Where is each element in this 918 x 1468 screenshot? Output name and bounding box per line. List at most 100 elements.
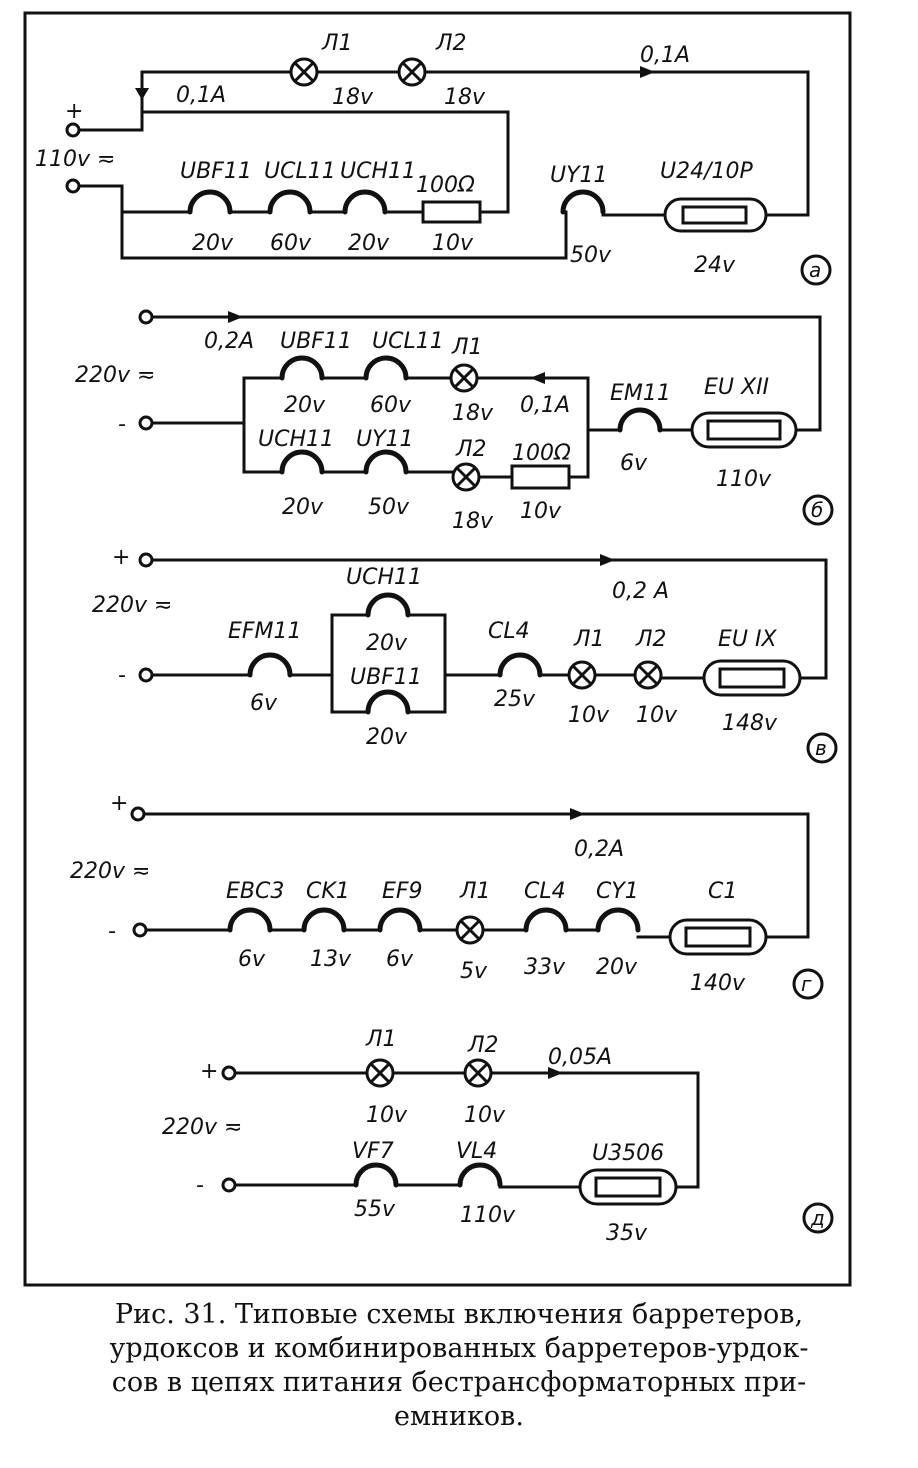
supply-voltage: 220v ≂ [75, 363, 155, 388]
lamp-l2-name: Л2 [455, 437, 487, 462]
panel-tag: б [811, 498, 823, 522]
tube-ef9-voltage: 6v [386, 947, 414, 972]
panel-tag: д [810, 1206, 825, 1230]
lamp-l2-voltage: 18v [444, 85, 486, 110]
resistor-100-ohm [421, 200, 482, 224]
lamp-l2-icon [451, 462, 481, 492]
tube-uch11-voltage: 20v [366, 631, 408, 656]
tube-ubf11-name: UBF11 [180, 159, 252, 184]
plus-sign: + [110, 791, 128, 816]
lamp-l1-name: Л1 [459, 879, 491, 904]
resistor-value: 100Ω [416, 173, 475, 198]
tube-ef9-name: EF9 [382, 879, 423, 904]
barretter-c1-voltage: 140v [690, 971, 746, 996]
plus-sign: + [65, 99, 83, 124]
panel-a: + 110v ≂ Л1 18v Л2 18v 0,1A 0,1A UBF11 U… [35, 31, 832, 286]
current-label-branch: 0,1A [176, 83, 226, 108]
supply-voltage: 110v ≂ [35, 147, 115, 172]
tube-cl4-voltage: 25v [494, 687, 536, 712]
panel-v: + - 220v ≂ 0,2 A EFM11 6v UCH11 20v UBF1… [92, 545, 838, 764]
figure-caption: Рис. 31. Типовые схемы включения баррете… [0, 1298, 918, 1434]
tube-cl4-voltage: 33v [524, 955, 566, 980]
tube-uy11-name: UY11 [356, 427, 414, 452]
resistor-voltage: 10v [520, 499, 562, 524]
panel-tag-circle [792, 968, 824, 1000]
lamp-l1-name: Л1 [451, 335, 483, 360]
rectifier-uy11-voltage: 50v [570, 243, 612, 268]
lamp-l2-voltage: 18v [452, 509, 494, 534]
terminal-plus [130, 806, 146, 822]
lamp-l1-voltage: 10v [366, 1103, 408, 1128]
lamp-l1-name: Л1 [573, 627, 605, 652]
terminal-minus [65, 178, 81, 194]
terminal-plus [221, 1065, 237, 1081]
tube-uch11-voltage: 20v [282, 495, 324, 520]
lamp-l1-voltage: 10v [568, 703, 610, 728]
current-branch: 0,1A [520, 393, 570, 418]
tube-cl4-name: CL4 [524, 879, 566, 904]
tube-ck1-voltage: 13v [310, 947, 352, 972]
tube-vf7-name: VF7 [352, 1139, 394, 1164]
tube-ebc3-voltage: 6v [238, 947, 266, 972]
current: 0,2A [574, 837, 624, 862]
minus-sign: - [118, 663, 126, 688]
terminal-minus [132, 922, 148, 938]
tube-efm11-name: EFM11 [228, 619, 302, 644]
barretter-u24-voltage: 24v [694, 253, 736, 278]
tube-efm11-voltage: 6v [250, 691, 278, 716]
panel-tag: в [815, 736, 827, 760]
circuit-diagram: + 110v ≂ Л1 18v Л2 18v 0,1A 0,1A UBF11 U… [23, 11, 852, 1287]
diagram-frame [23, 11, 852, 1287]
supply-voltage: 220v ≂ [162, 1115, 242, 1140]
terminal-minus [138, 415, 154, 431]
panel-tag-circle [802, 1202, 834, 1234]
lamp-l1-icon [567, 660, 597, 690]
lamp-l1-icon [455, 915, 485, 945]
barretter-eu9-name: EU IX [718, 627, 777, 652]
tube-ubf11-name: UBF11 [280, 329, 352, 354]
tube-vl4-name: VL4 [456, 1139, 497, 1164]
tube-cy1-voltage: 20v [596, 955, 638, 980]
supply-voltage: 220v ≂ [92, 593, 172, 618]
lamp-l1-icon [449, 363, 479, 393]
panel-tag-circle [806, 732, 838, 764]
panel-tag: г [801, 972, 812, 996]
tube-cl4-name: CL4 [488, 619, 530, 644]
minus-sign: - [118, 412, 126, 437]
tube-uch11-name: UCH11 [340, 159, 416, 184]
tube-uch11-name: UCH11 [258, 427, 334, 452]
current: 0,2 A [612, 579, 669, 604]
barretter-c1-name: C1 [708, 879, 737, 904]
terminal-minus [138, 667, 154, 683]
caption-line-1: Рис. 31. Типовые схемы включения баррете… [114, 1299, 804, 1330]
barretter-u24-name: U24/10P [660, 159, 754, 184]
terminal-plus [65, 122, 81, 138]
lamp-l1-icon [289, 57, 319, 87]
barretter-eu9-voltage: 148v [722, 711, 778, 736]
tube-em11-voltage: 6v [620, 451, 648, 476]
lamp-l1-icon [365, 1058, 395, 1088]
tube-em11-name: EM11 [610, 381, 671, 406]
tube-ubf11-voltage: 20v [192, 231, 234, 256]
tube-ebc3-name: EBC3 [226, 879, 284, 904]
caption-line-2: урдоксов и комбинированных барретеров-ур… [109, 1333, 809, 1364]
caption-line-4: емников. [394, 1401, 524, 1432]
panel-tag-circle [800, 254, 832, 286]
minus-sign: - [108, 919, 116, 944]
tube-ucl11-name: UCL11 [372, 329, 444, 354]
resistor-value: 100Ω [512, 441, 571, 466]
plus-sign: + [112, 545, 130, 570]
tube-ubf11-name: UBF11 [350, 665, 422, 690]
minus-sign: - [196, 1173, 204, 1198]
resistor-100-ohm [510, 464, 571, 490]
current-main: 0,2A [204, 329, 254, 354]
panel-g: + - 220v ≂ 0,2A EBC3 6v CK1 13v EF9 6v Л… [70, 791, 824, 1000]
barretter-u3506-name: U3506 [592, 1141, 664, 1166]
current-label-top: 0,1A [640, 43, 690, 68]
panel-d: + - 220v ≂ Л1 10v Л2 10v 0,05A VF7 55v V… [162, 1027, 834, 1246]
tube-uch11-name: UCH11 [346, 565, 422, 590]
lamp-l1-name: Л1 [365, 1027, 397, 1052]
barretter-eu12-voltage: 110v [716, 467, 772, 492]
lamp-l2-voltage: 10v [636, 703, 678, 728]
resistor-voltage: 10v [432, 231, 474, 256]
